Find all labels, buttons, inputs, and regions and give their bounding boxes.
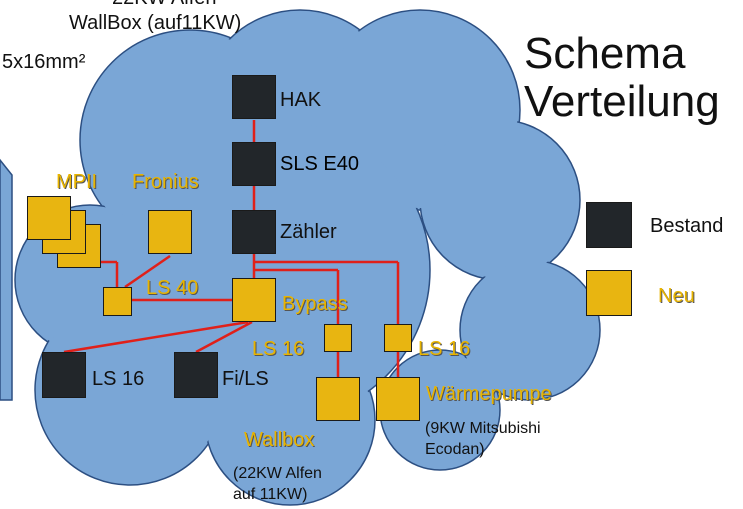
cable-spec: 5x16mm² (2, 51, 86, 73)
wallbox-box (316, 377, 360, 421)
ls40-box (103, 287, 132, 316)
ls16-mid-label: LS 16 (252, 338, 305, 360)
fronius-box (148, 210, 192, 254)
zaehler-box (232, 210, 276, 254)
wire-bypass-ls16 (63, 320, 249, 354)
wire-bypass-fils (195, 320, 253, 354)
wallbox-note-line1: (22KW Alfen (233, 465, 322, 482)
fils-box (174, 352, 218, 398)
sls-label: SLS E40 (280, 153, 359, 175)
ls40-label: LS 40 (146, 277, 199, 299)
ls16-right-box (384, 324, 412, 352)
wallbox-label: Wallbox (244, 429, 315, 451)
waermepumpe-label: Wärmepumpe (426, 383, 552, 405)
zaehler-label: Zähler (280, 221, 337, 243)
legend-new-label: Neu (658, 285, 695, 307)
hak-box (232, 75, 276, 119)
bypass-label: Bypass (282, 293, 348, 315)
mpii-box-front (27, 196, 71, 240)
sls-box (232, 142, 276, 186)
legend-new-swatch (586, 270, 632, 316)
ls16-left-label: LS 16 (92, 368, 145, 390)
title-line2: Verteilung (524, 77, 720, 126)
waermepumpe-box (376, 377, 420, 421)
ls16-right-label: LS 16 (418, 338, 471, 360)
bypass-box (232, 278, 276, 322)
top-note-line2: WallBox (auf11KW) (69, 12, 242, 34)
title-line1: Schema (524, 29, 686, 78)
left-panel-edge (0, 158, 13, 401)
legend-existing-swatch (586, 202, 632, 248)
wallbox-note-line2: auf 11KW) (233, 486, 308, 503)
hak-label: HAK (280, 89, 322, 111)
waermepumpe-note-line1: (9KW Mitsubishi (425, 420, 541, 437)
wire-fronius-ls40 (124, 254, 171, 289)
mpii-label: MPII (56, 171, 98, 193)
ls16-mid-box (324, 324, 352, 352)
fronius-label: Fronius (132, 171, 199, 193)
legend-existing-label: Bestand (650, 215, 724, 237)
waermepumpe-note-line2: Ecodan) (425, 441, 485, 458)
fils-label: Fi/LS (222, 368, 269, 390)
ls16-left-box (42, 352, 86, 398)
top-note-line1: 22KW Alfen (112, 0, 217, 8)
